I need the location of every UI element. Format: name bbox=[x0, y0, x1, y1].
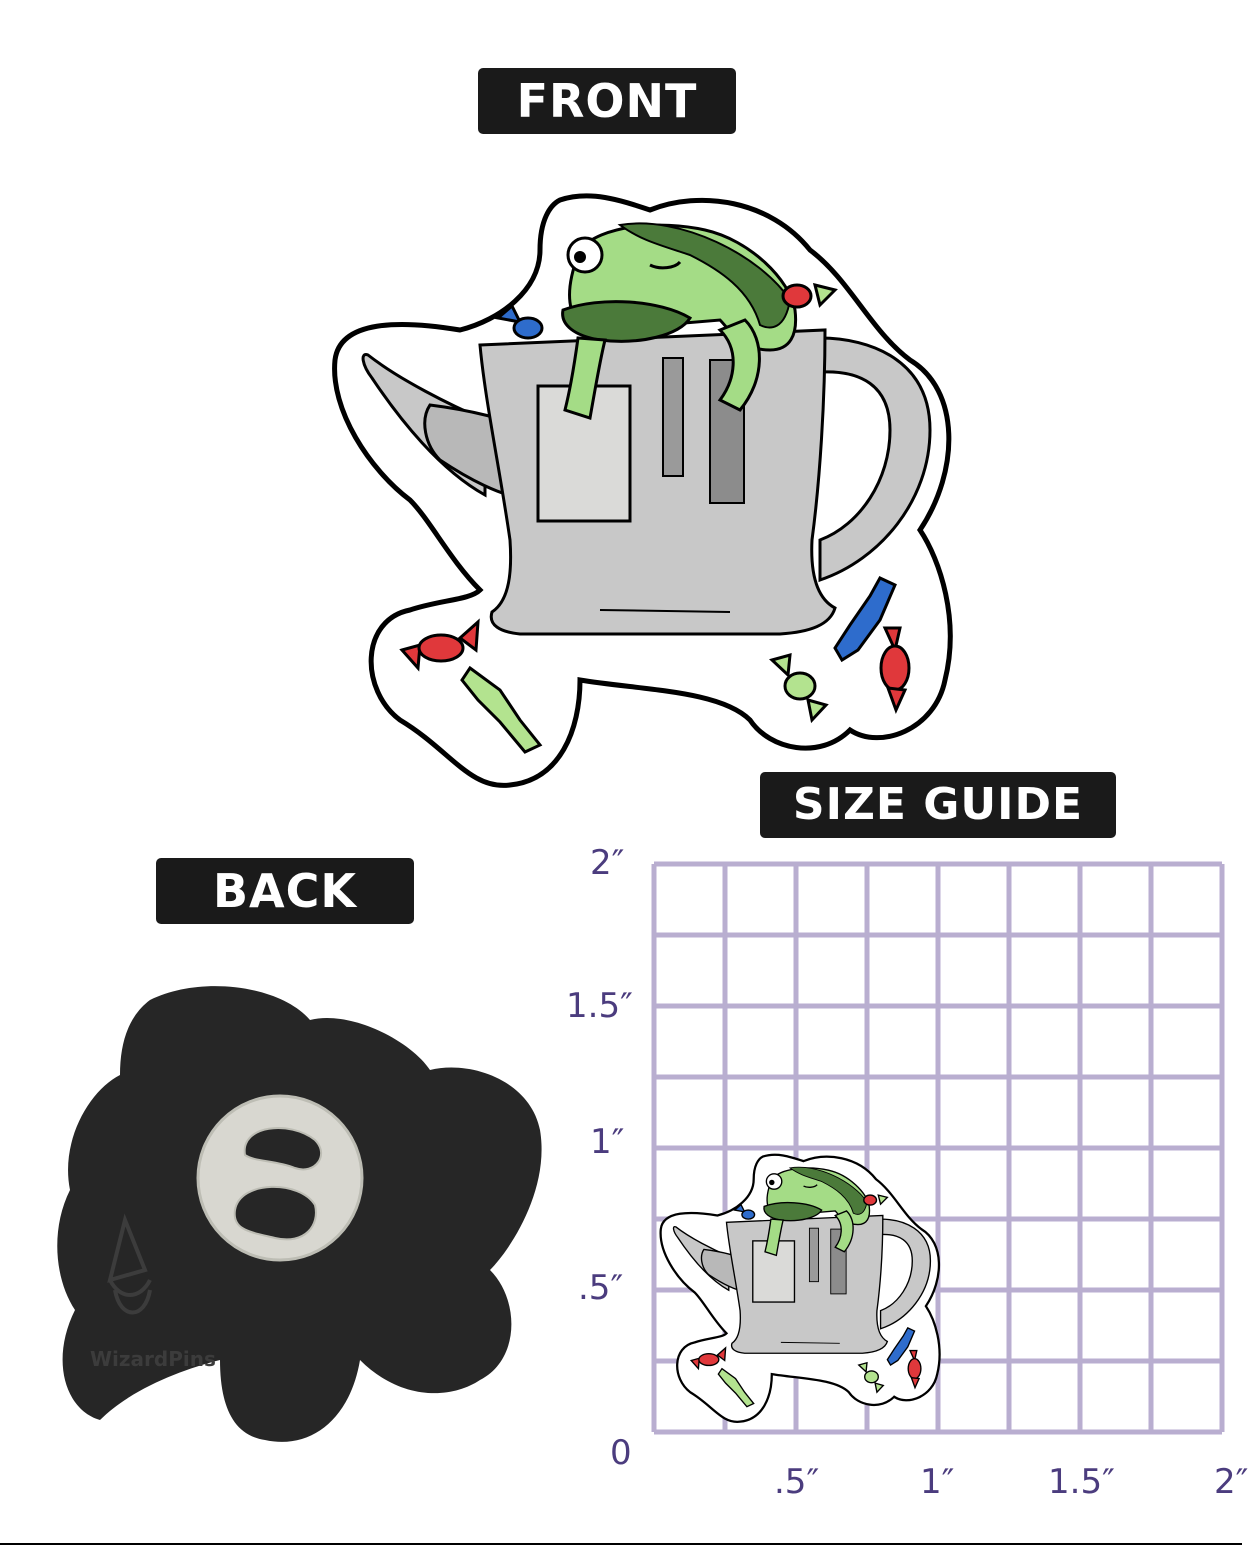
front-pin-illustration bbox=[320, 190, 960, 790]
y-tick-1: 1″ bbox=[590, 1122, 625, 1162]
back-label: BACK bbox=[156, 858, 414, 924]
size-guide-pin-illustration bbox=[659, 1153, 941, 1423]
x-tick-1: 1″ bbox=[920, 1462, 955, 1502]
wizard-logo-icon bbox=[107, 1213, 152, 1315]
bottom-divider bbox=[0, 1543, 1242, 1545]
y-tick-0-5: .5″ bbox=[578, 1268, 624, 1308]
front-label: FRONT bbox=[478, 68, 736, 134]
y-tick-1-5: 1.5″ bbox=[566, 986, 633, 1026]
back-pin-illustration: WizardPins bbox=[57, 986, 542, 1442]
x-tick-1-5: 1.5″ bbox=[1048, 1462, 1115, 1502]
x-tick-2: 2″ bbox=[1214, 1462, 1248, 1502]
back-pin-clutch-slot-top bbox=[243, 1127, 322, 1171]
y-tick-0: 0 bbox=[610, 1433, 632, 1473]
x-tick-0-5: .5″ bbox=[774, 1462, 820, 1502]
back-pin-clutch-slot-bottom bbox=[233, 1185, 317, 1241]
back-pin-watermark: WizardPins bbox=[90, 1347, 216, 1371]
size-guide-label: SIZE GUIDE bbox=[760, 772, 1116, 838]
y-tick-2: 2″ bbox=[590, 843, 625, 883]
